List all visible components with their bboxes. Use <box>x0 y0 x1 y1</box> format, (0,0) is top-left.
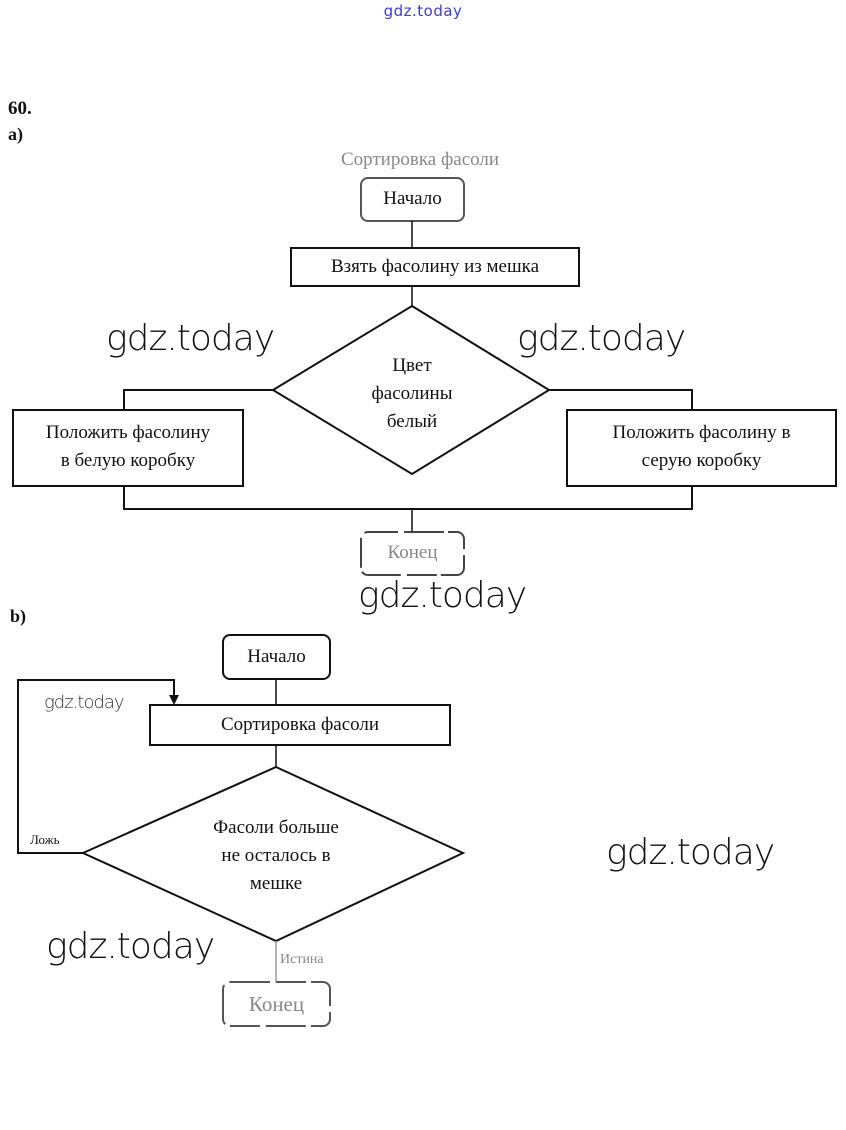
b-end-text: Конец <box>248 992 305 1016</box>
a-end-shape <box>360 531 465 576</box>
part-a-label: a) <box>8 124 23 144</box>
a-start-text: Начало <box>383 188 442 209</box>
b-end-shape <box>222 981 331 1027</box>
b-decision-line-1: Фасоли больше <box>213 817 339 838</box>
a-end-text: Конец <box>387 542 438 563</box>
task-number: 60. <box>8 98 32 119</box>
a-left-action-line-1: Положить фасолину <box>45 422 211 443</box>
a-right-action-shape <box>566 409 837 487</box>
watermark: gdz.today <box>517 318 686 359</box>
loop-arrow-head <box>169 695 179 705</box>
b-start-text: Начало <box>247 646 306 667</box>
a-right-action-line-1: Положить фасолину в <box>612 422 791 443</box>
b-decision-text: Фасоли больше не осталось в мешке <box>176 814 376 898</box>
a-left-action-line-2: в белую коробку <box>60 450 196 471</box>
a-decision-line-2: фасолины <box>371 383 453 404</box>
b-step-shape <box>149 704 451 746</box>
watermark: gdz.today <box>606 832 775 873</box>
b-decision-line-3: мешке <box>249 873 303 894</box>
a-right-action-line-2: серую коробку <box>641 450 762 471</box>
a-right-action-text: Положить фасолину в серую коробку <box>567 419 836 475</box>
b-decision-line-2: не осталось в <box>221 845 331 866</box>
a-step-text: Взять фасолину из мешка <box>330 256 540 277</box>
true-label: Истина <box>280 952 324 967</box>
a-step-shape <box>290 247 580 287</box>
a-decision-text: Цвет фасолины белый <box>340 352 484 436</box>
a-left-action-text: Положить фасолину в белую коробку <box>13 419 243 475</box>
a-decision-line-3: белый <box>386 411 438 432</box>
false-label: Ложь <box>30 832 60 847</box>
b-step-text: Сортировка фасоли <box>220 714 380 735</box>
a-title: Сортировка фасоли <box>340 149 500 170</box>
watermark: gdz.today <box>44 692 125 713</box>
watermark: gdz.today <box>46 926 215 967</box>
watermark: gdz.today <box>106 318 275 359</box>
watermark: gdz.today <box>358 575 527 616</box>
a-left-action-shape <box>12 409 244 487</box>
top-watermark: gdz.today <box>383 2 463 20</box>
part-b-label: b) <box>10 606 27 626</box>
a-decision-line-1: Цвет <box>392 355 432 376</box>
a-decision-shape <box>271 304 551 476</box>
